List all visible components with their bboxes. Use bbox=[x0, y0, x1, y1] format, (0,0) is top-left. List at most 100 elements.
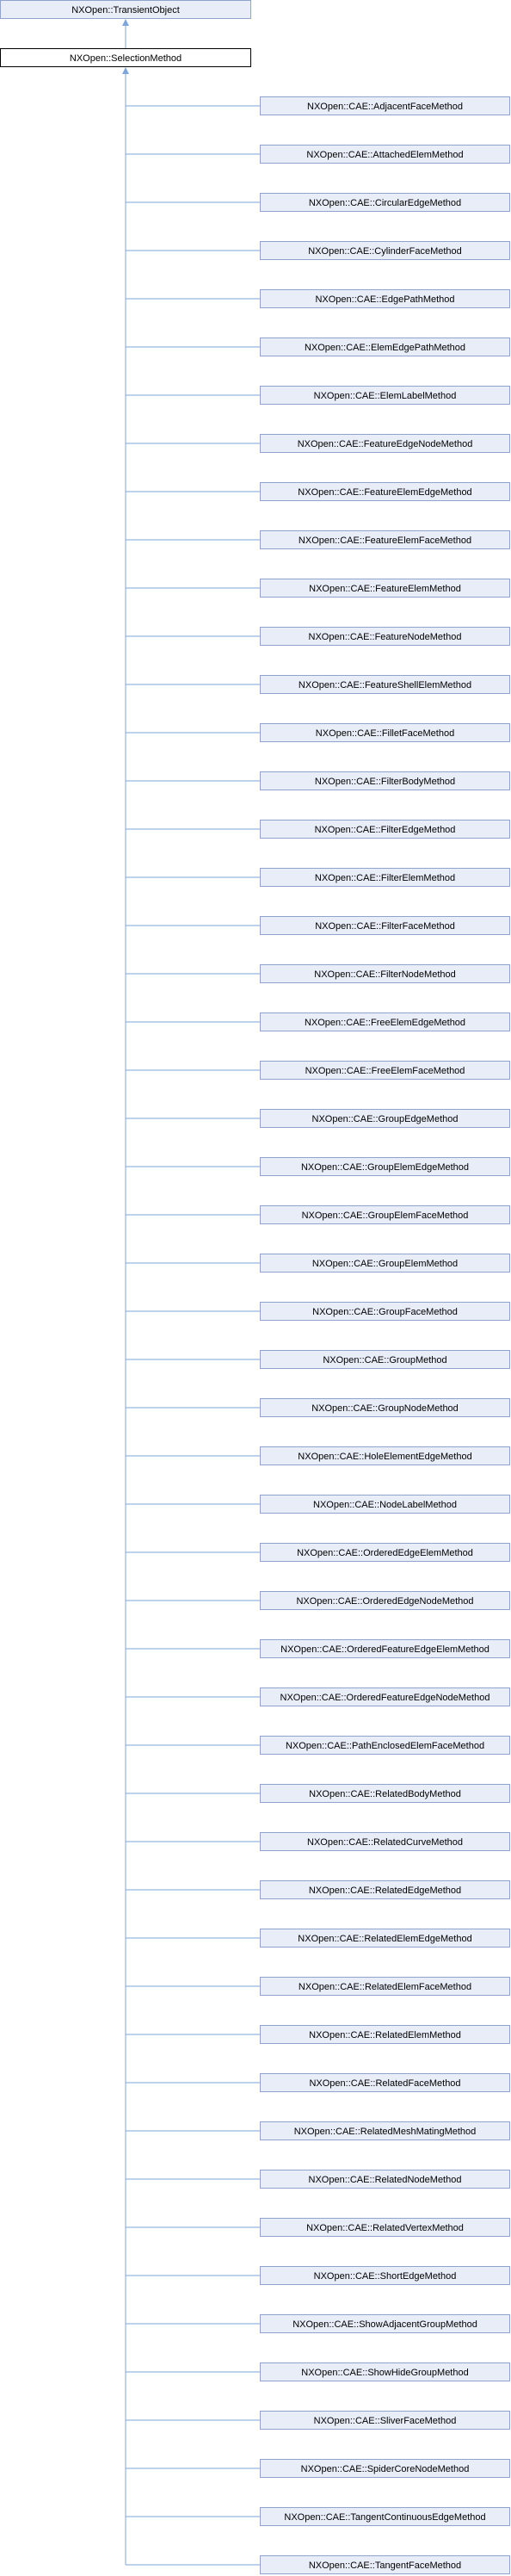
node-spidercorenodemethod[interactable]: NXOpen::CAE::SpiderCoreNodeMethod bbox=[260, 2459, 510, 2478]
node-box-groupelemedgemethod bbox=[260, 1157, 510, 1176]
node-freeelemedgemethod[interactable]: NXOpen::CAE::FreeElemEdgeMethod bbox=[260, 1012, 510, 1031]
node-label-groupedgemethod: NXOpen::CAE::GroupEdgeMethod bbox=[312, 1114, 459, 1124]
node-label-elemedgepathmethod: NXOpen::CAE::ElemEdgePathMethod bbox=[305, 343, 465, 353]
node-relatedmeshmatingmethod[interactable]: NXOpen::CAE::RelatedMeshMatingMethod bbox=[260, 2121, 510, 2140]
node-box-filletfacemethod bbox=[260, 723, 510, 742]
node-relatednodemethod[interactable]: NXOpen::CAE::RelatedNodeMethod bbox=[260, 2170, 510, 2189]
node-groupmethod[interactable]: NXOpen::CAE::GroupMethod bbox=[260, 1350, 510, 1369]
node-showadjacentgroupmethod[interactable]: NXOpen::CAE::ShowAdjacentGroupMethod bbox=[260, 2314, 510, 2333]
node-orderedfeatureedgeelemmethod[interactable]: NXOpen::CAE::OrderedFeatureEdgeElemMetho… bbox=[260, 1639, 510, 1658]
node-filteredgemethod[interactable]: NXOpen::CAE::FilterEdgeMethod bbox=[260, 820, 510, 839]
node-box-orderededgenodemethod bbox=[260, 1591, 510, 1610]
node-relatededgemethod[interactable]: NXOpen::CAE::RelatedEdgeMethod bbox=[260, 1880, 510, 1899]
node-box-relatedvertexmethod bbox=[260, 2218, 510, 2237]
node-label-showadjacentgroupmethod: NXOpen::CAE::ShowAdjacentGroupMethod bbox=[292, 2319, 477, 2330]
node-elemedgepathmethod[interactable]: NXOpen::CAE::ElemEdgePathMethod bbox=[260, 337, 510, 356]
node-box-relatedbodymethod bbox=[260, 1784, 510, 1803]
node-box-adjacentfacemethod bbox=[260, 96, 510, 115]
node-label-groupfacemethod: NXOpen::CAE::GroupFaceMethod bbox=[312, 1307, 458, 1317]
node-label-featurenodemethod: NXOpen::CAE::FeatureNodeMethod bbox=[309, 632, 462, 642]
node-box-freeelemedgemethod bbox=[260, 1012, 510, 1031]
node-box-filternodemethod bbox=[260, 964, 510, 983]
node-label-relatedmeshmatingmethod: NXOpen::CAE::RelatedMeshMatingMethod bbox=[294, 2127, 477, 2137]
node-relatedelemmethod[interactable]: NXOpen::CAE::RelatedElemMethod bbox=[260, 2025, 510, 2044]
node-label-relatedvertexmethod: NXOpen::CAE::RelatedVertexMethod bbox=[306, 2223, 464, 2233]
node-featureedgenodemethod[interactable]: NXOpen::CAE::FeatureEdgeNodeMethod bbox=[260, 434, 510, 453]
node-relatedvertexmethod[interactable]: NXOpen::CAE::RelatedVertexMethod bbox=[260, 2218, 510, 2237]
node-cylinderfacemethod[interactable]: NXOpen::CAE::CylinderFaceMethod bbox=[260, 241, 510, 260]
node-attachedelemmethod[interactable]: NXOpen::CAE::AttachedElemMethod bbox=[260, 145, 510, 164]
node-box-groupelemfacemethod bbox=[260, 1205, 510, 1224]
node-nodelabelmethod[interactable]: NXOpen::CAE::NodeLabelMethod bbox=[260, 1495, 510, 1514]
node-shortedgemethod[interactable]: NXOpen::CAE::ShortEdgeMethod bbox=[260, 2266, 510, 2285]
node-filternodemethod[interactable]: NXOpen::CAE::FilterNodeMethod bbox=[260, 964, 510, 983]
node-box-relatedcurvemethod bbox=[260, 1832, 510, 1851]
node-box-elemlabelmethod bbox=[260, 386, 510, 405]
node-box-spidercorenodemethod bbox=[260, 2459, 510, 2478]
node-base-class-label: NXOpen::TransientObject bbox=[71, 5, 180, 15]
node-pathenclosedelemfacemethod[interactable]: NXOpen::CAE::PathEnclosedElemFaceMethod bbox=[260, 1736, 510, 1755]
node-groupelemedgemethod[interactable]: NXOpen::CAE::GroupElemEdgeMethod bbox=[260, 1157, 510, 1176]
node-label-groupnodemethod: NXOpen::CAE::GroupNodeMethod bbox=[311, 1403, 459, 1414]
node-groupfacemethod[interactable]: NXOpen::CAE::GroupFaceMethod bbox=[260, 1302, 510, 1321]
node-orderededgenodemethod[interactable]: NXOpen::CAE::OrderedEdgeNodeMethod bbox=[260, 1591, 510, 1610]
node-sliverfacemethod[interactable]: NXOpen::CAE::SliverFaceMethod bbox=[260, 2411, 510, 2430]
node-box-holeelementedgemethod bbox=[260, 1446, 510, 1465]
node-base-class[interactable]: NXOpen::TransientObject bbox=[0, 0, 251, 19]
node-circularedgemethod[interactable]: NXOpen::CAE::CircularEdgeMethod bbox=[260, 193, 510, 212]
node-relatedfacemethod[interactable]: NXOpen::CAE::RelatedFaceMethod bbox=[260, 2073, 510, 2092]
node-box-shortedgemethod bbox=[260, 2266, 510, 2285]
node-adjacentfacemethod[interactable]: NXOpen::CAE::AdjacentFaceMethod bbox=[260, 96, 510, 115]
node-groupelemfacemethod[interactable]: NXOpen::CAE::GroupElemFaceMethod bbox=[260, 1205, 510, 1224]
node-label-spidercorenodemethod: NXOpen::CAE::SpiderCoreNodeMethod bbox=[301, 2464, 470, 2474]
node-holeelementedgemethod[interactable]: NXOpen::CAE::HoleElementEdgeMethod bbox=[260, 1446, 510, 1465]
node-featureelemfacemethod[interactable]: NXOpen::CAE::FeatureElemFaceMethod bbox=[260, 530, 510, 549]
node-featureelemmethod[interactable]: NXOpen::CAE::FeatureElemMethod bbox=[260, 579, 510, 598]
node-relatedelemedgemethod[interactable]: NXOpen::CAE::RelatedElemEdgeMethod bbox=[260, 1929, 510, 1947]
node-freeelemfacemethod[interactable]: NXOpen::CAE::FreeElemFaceMethod bbox=[260, 1061, 510, 1080]
node-base-class-box bbox=[0, 0, 251, 19]
node-label-featureelemedgemethod: NXOpen::CAE::FeatureElemEdgeMethod bbox=[298, 487, 471, 498]
node-label-featureelemmethod: NXOpen::CAE::FeatureElemMethod bbox=[309, 584, 461, 594]
node-label-featureedgenodemethod: NXOpen::CAE::FeatureEdgeNodeMethod bbox=[298, 439, 473, 449]
node-label-filteredgemethod: NXOpen::CAE::FilterEdgeMethod bbox=[315, 825, 456, 835]
node-filterbodymethod[interactable]: NXOpen::CAE::FilterBodyMethod bbox=[260, 771, 510, 790]
node-featureshellelemmethod[interactable]: NXOpen::CAE::FeatureShellElemMethod bbox=[260, 675, 510, 694]
node-relatedelemfacemethod[interactable]: NXOpen::CAE::RelatedElemFaceMethod bbox=[260, 1977, 510, 1996]
node-relatedbodymethod[interactable]: NXOpen::CAE::RelatedBodyMethod bbox=[260, 1784, 510, 1803]
node-groupelemmethod[interactable]: NXOpen::CAE::GroupElemMethod bbox=[260, 1254, 510, 1273]
node-box-filterfacemethod bbox=[260, 916, 510, 935]
node-filletfacemethod[interactable]: NXOpen::CAE::FilletFaceMethod bbox=[260, 723, 510, 742]
node-box-relatedfacemethod bbox=[260, 2073, 510, 2092]
node-tangentfacemethod[interactable]: NXOpen::CAE::TangentFaceMethod bbox=[260, 2555, 510, 2574]
node-filterfacemethod[interactable]: NXOpen::CAE::FilterFaceMethod bbox=[260, 916, 510, 935]
node-relatedcurvemethod[interactable]: NXOpen::CAE::RelatedCurveMethod bbox=[260, 1832, 510, 1851]
node-featurenodemethod[interactable]: NXOpen::CAE::FeatureNodeMethod bbox=[260, 627, 510, 646]
node-box-relatedelemfacemethod bbox=[260, 1977, 510, 1996]
node-orderededgeelemmethod[interactable]: NXOpen::CAE::OrderedEdgeElemMethod bbox=[260, 1543, 510, 1562]
node-label-attachedelemmethod: NXOpen::CAE::AttachedElemMethod bbox=[306, 150, 463, 160]
node-showhidegroupmethod[interactable]: NXOpen::CAE::ShowHideGroupMethod bbox=[260, 2362, 510, 2381]
node-box-circularedgemethod bbox=[260, 193, 510, 212]
node-label-orderedfeatureedgenodemethod: NXOpen::CAE::OrderedFeatureEdgeNodeMetho… bbox=[280, 1693, 490, 1703]
node-orderedfeatureedgenodemethod[interactable]: NXOpen::CAE::OrderedFeatureEdgeNodeMetho… bbox=[260, 1687, 510, 1706]
node-filterelemmethod[interactable]: NXOpen::CAE::FilterElemMethod bbox=[260, 868, 510, 887]
node-box-relatedelemedgemethod bbox=[260, 1929, 510, 1947]
node-featureelemedgemethod[interactable]: NXOpen::CAE::FeatureElemEdgeMethod bbox=[260, 482, 510, 501]
derived-class-nodes: NXOpen::CAE::AdjacentFaceMethodNXOpen::C… bbox=[260, 96, 510, 2574]
node-label-edgepathmethod: NXOpen::CAE::EdgePathMethod bbox=[315, 294, 454, 305]
node-tangentcontinuousedgemethod[interactable]: NXOpen::CAE::TangentContinuousEdgeMethod bbox=[260, 2507, 510, 2526]
node-groupedgemethod[interactable]: NXOpen::CAE::GroupEdgeMethod bbox=[260, 1109, 510, 1128]
node-box-relatedmeshmatingmethod bbox=[260, 2121, 510, 2140]
node-box-featureelemmethod bbox=[260, 579, 510, 598]
node-edgepathmethod[interactable]: NXOpen::CAE::EdgePathMethod bbox=[260, 289, 510, 308]
node-box-attachedelemmethod bbox=[260, 145, 510, 164]
node-label-freeelemedgemethod: NXOpen::CAE::FreeElemEdgeMethod bbox=[305, 1018, 465, 1028]
node-box-showadjacentgroupmethod bbox=[260, 2314, 510, 2333]
node-label-relatedelemedgemethod: NXOpen::CAE::RelatedElemEdgeMethod bbox=[298, 1934, 471, 1944]
node-label-cylinderfacemethod: NXOpen::CAE::CylinderFaceMethod bbox=[308, 246, 462, 257]
node-groupnodemethod[interactable]: NXOpen::CAE::GroupNodeMethod bbox=[260, 1398, 510, 1417]
node-box-tangentcontinuousedgemethod bbox=[260, 2507, 510, 2526]
node-label-relatedelemmethod: NXOpen::CAE::RelatedElemMethod bbox=[309, 2030, 461, 2040]
node-elemlabelmethod[interactable]: NXOpen::CAE::ElemLabelMethod bbox=[260, 386, 510, 405]
